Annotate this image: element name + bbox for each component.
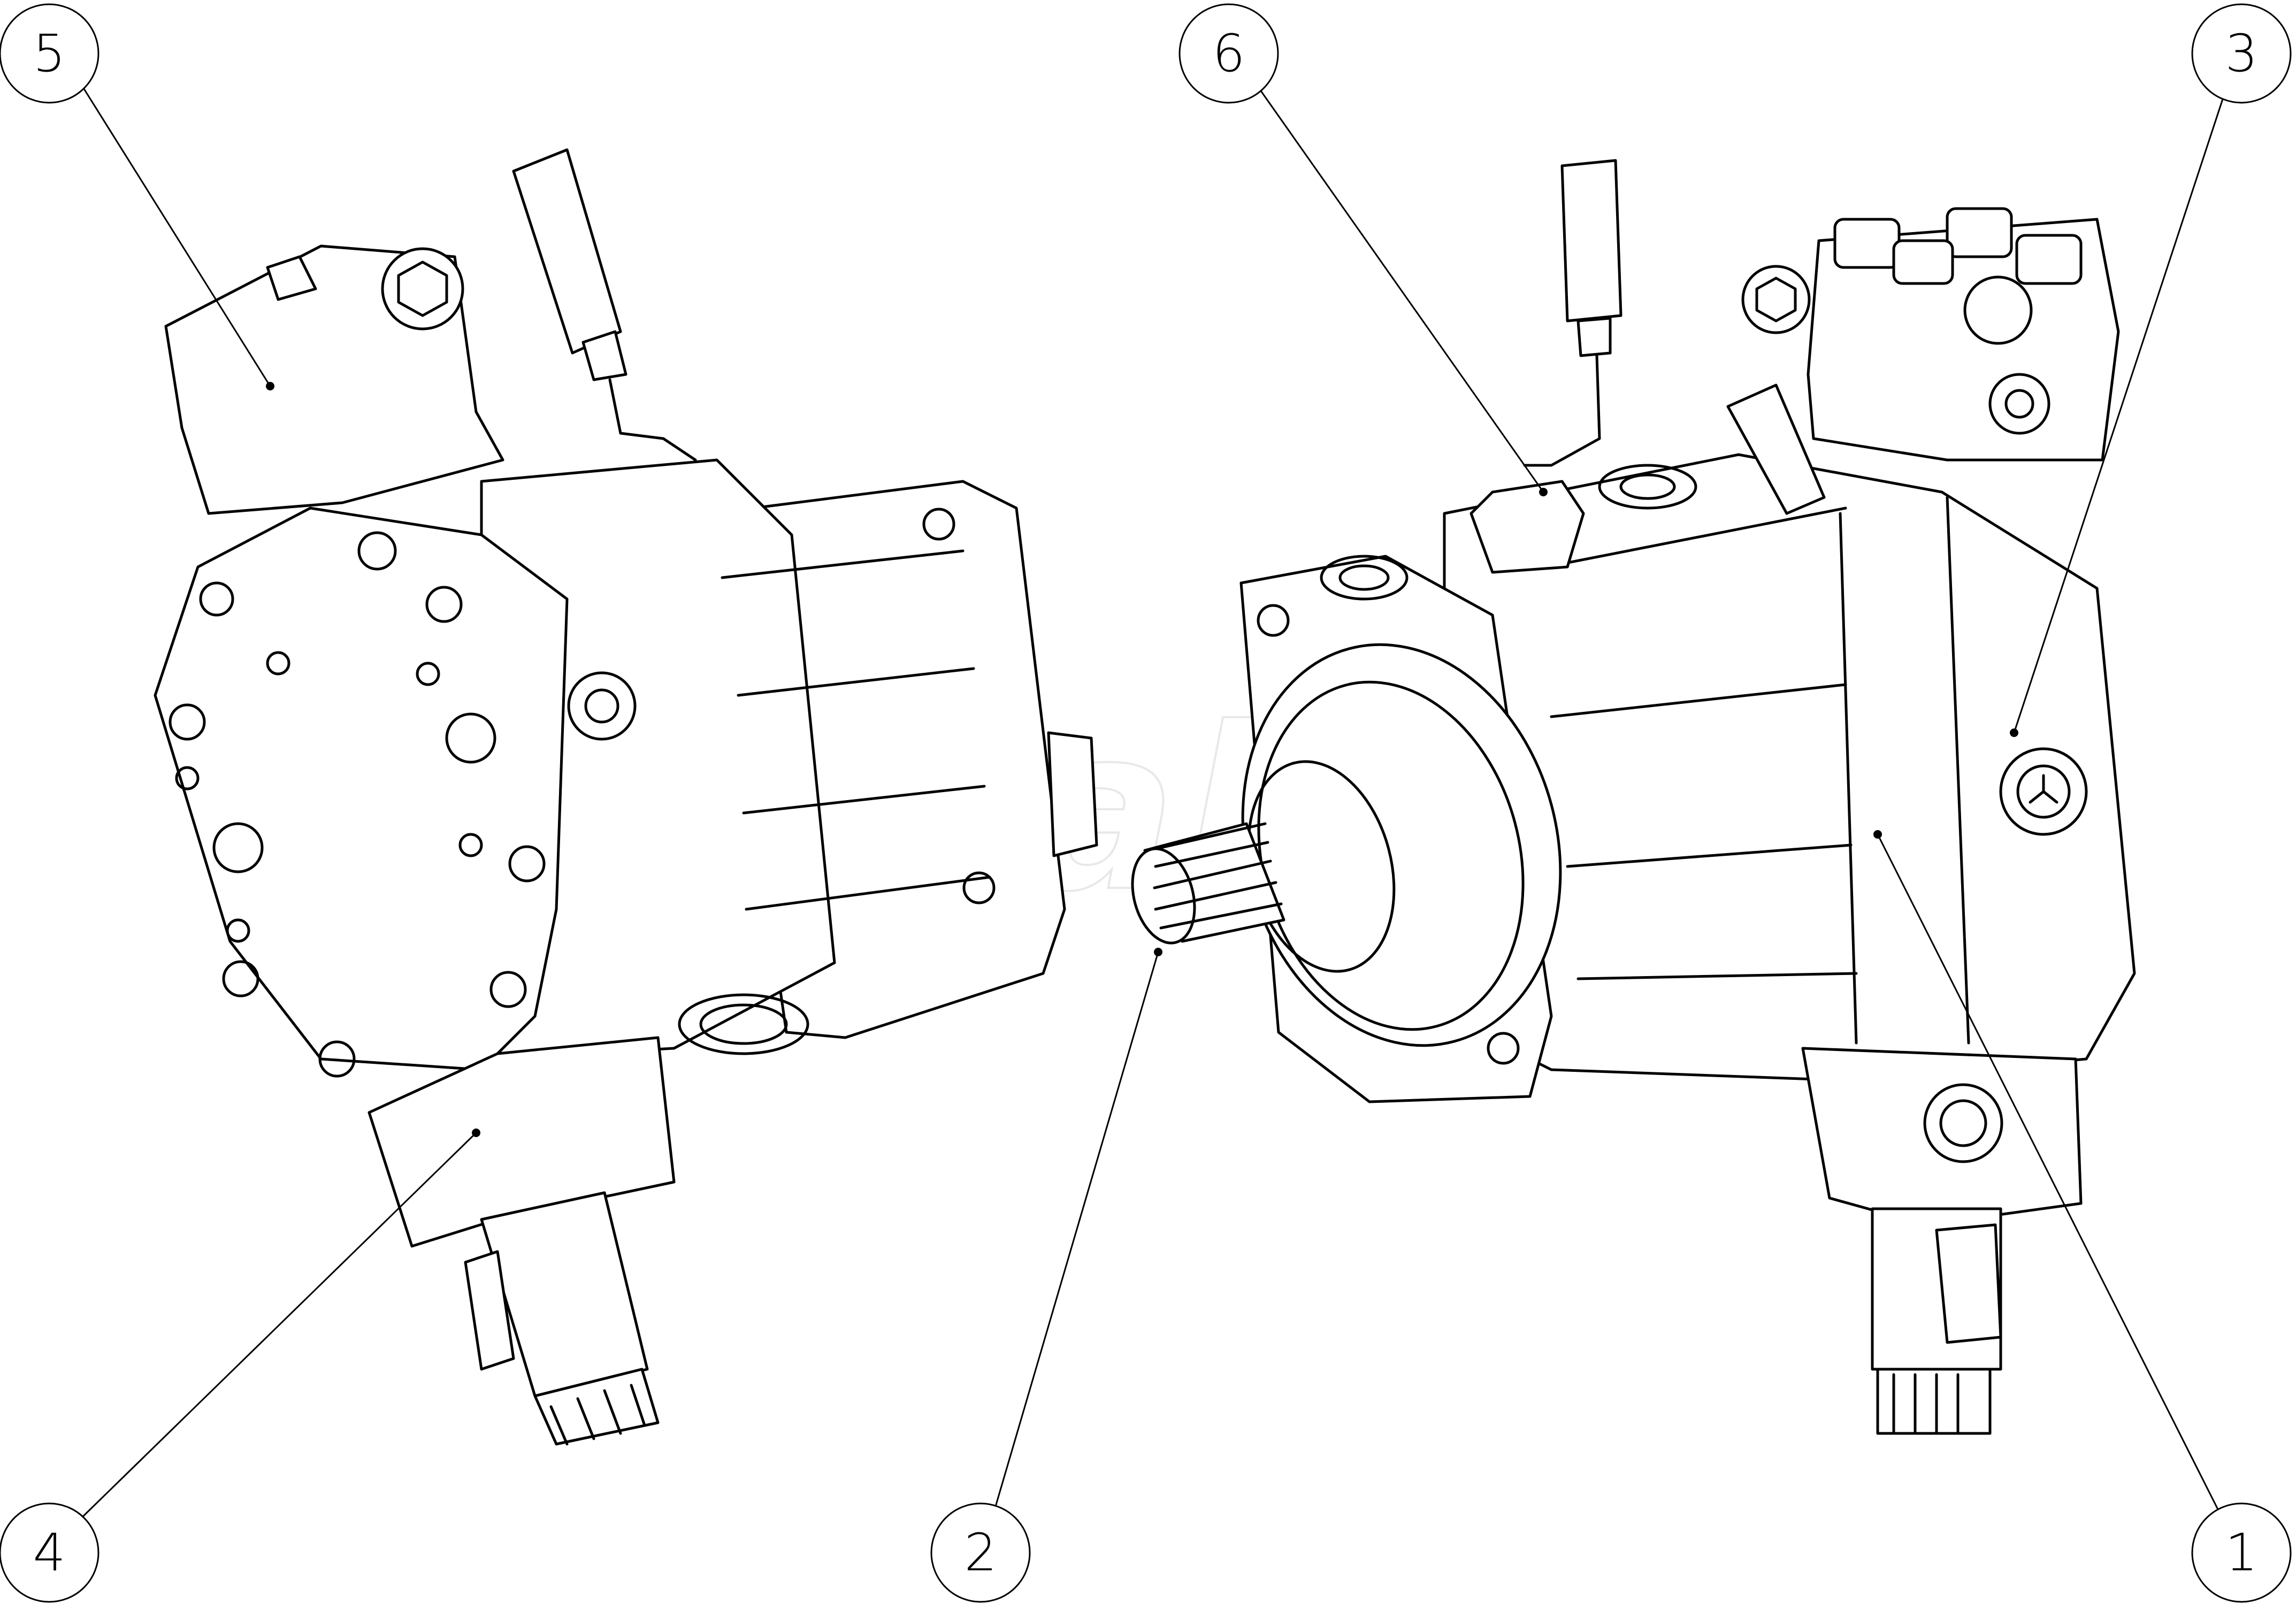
callout-3: 3 [2010,3,2292,737]
callout-2: 2 [930,948,1162,1603]
balloon-label-2: 2 [964,1523,997,1583]
balloon-label-5: 5 [33,24,65,83]
left-motor-assembly [154,148,1098,1446]
callout-4: 4 [0,1129,480,1603]
callout-6: 6 [1178,3,1548,496]
callout-1: 1 [1873,830,2292,1603]
callout-5: 5 [0,3,274,390]
balloon-label-4: 4 [33,1523,65,1583]
balloon-label-3: 3 [2225,24,2257,83]
balloon-label-1: 1 [2225,1523,2257,1583]
right-motor-assembly [1131,159,2136,1435]
balloon-label-6: 6 [1212,24,1245,83]
